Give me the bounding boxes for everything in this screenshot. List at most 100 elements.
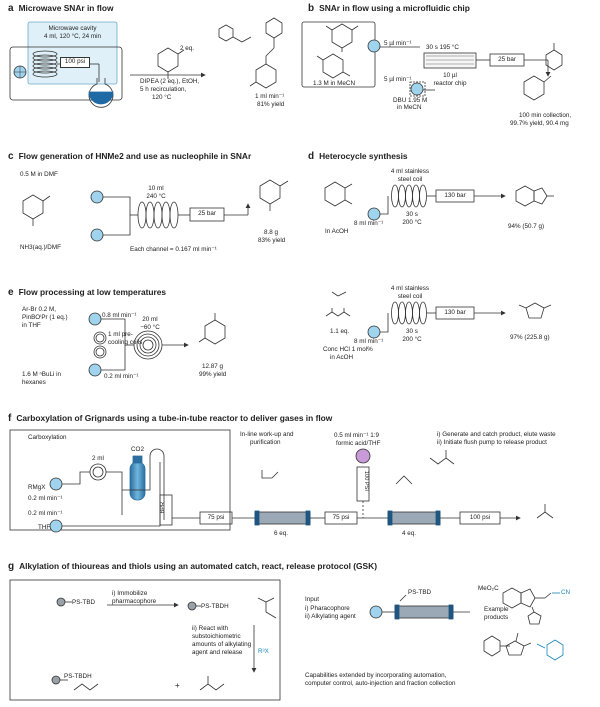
e-coil2: −60 °C bbox=[140, 324, 160, 331]
b-conc-label: 1.3 M in MeCN bbox=[313, 80, 355, 87]
c-coil2: 240 °C bbox=[146, 193, 166, 200]
g-isothiourea-left bbox=[73, 683, 99, 691]
d-coil-a2: steel coil bbox=[397, 176, 423, 183]
c-coil1: 10 ml bbox=[148, 185, 164, 192]
c-coil-reactor bbox=[137, 201, 179, 229]
b-pressure: 25 bar bbox=[498, 56, 516, 63]
d-solvent-a: In AcOH bbox=[325, 228, 349, 235]
g-benzyl-group bbox=[536, 639, 564, 661]
e-yield2: 99% yield bbox=[199, 371, 227, 378]
f-pump1-icon bbox=[49, 477, 63, 491]
g-ps1: PS-TBD bbox=[72, 599, 96, 606]
g-in2: ii) Alkylating agent bbox=[305, 613, 356, 620]
g-step1a: i) Immobilize bbox=[112, 590, 148, 597]
d-pump1-icon bbox=[367, 207, 381, 221]
a-yield1: 1 ml min⁻¹ bbox=[255, 93, 285, 100]
b-chip2: reactor chip bbox=[433, 80, 467, 87]
a-coil bbox=[32, 50, 58, 78]
e-buli2: hexanes bbox=[22, 379, 46, 386]
a-cond2: 5 h recirculation, bbox=[140, 86, 187, 93]
b-pump2-icon bbox=[410, 82, 424, 96]
b-reagent-box bbox=[301, 21, 376, 88]
e-pump1-icon bbox=[88, 312, 102, 326]
e-r1: Ar-Br 0.2 M, bbox=[22, 306, 56, 313]
f-psi3: 100 psi bbox=[469, 514, 491, 521]
b-reactor-chip bbox=[423, 52, 477, 69]
f-column1 bbox=[254, 511, 311, 525]
b-chip-cond: 30 s 195 °C bbox=[426, 44, 459, 51]
g-example2: products bbox=[484, 614, 509, 621]
d-yield-b: 97% (225.8 g) bbox=[510, 334, 550, 341]
c-pump2-icon bbox=[90, 228, 104, 242]
b-aryl-fluoride-structure bbox=[325, 23, 359, 52]
g-ps2: PS-TBDH bbox=[201, 603, 229, 610]
g-ps4: PS-TBD bbox=[408, 589, 432, 596]
f-psi1: 75 psi bbox=[207, 514, 225, 521]
e-pre2: cooling coils bbox=[108, 339, 143, 346]
f-bpr-box bbox=[159, 494, 173, 526]
c-yield2: 83% yield bbox=[258, 237, 286, 244]
d-acid1: Conc HCl 1 mol% bbox=[323, 346, 373, 353]
a-yield2: 81% yield bbox=[257, 101, 285, 108]
d-coil1 bbox=[391, 184, 427, 208]
g-input: Input bbox=[305, 596, 320, 603]
d-yield-a: 94% (50.7 g) bbox=[508, 223, 545, 230]
g-isothiourea-right bbox=[199, 676, 225, 691]
g-step2c: amounts of alkylating bbox=[192, 641, 252, 648]
f-flow2: 0.2 ml min⁻¹ bbox=[28, 510, 63, 517]
d-time-b: 30 s bbox=[406, 328, 418, 335]
c-reagent1: 0.5 M in DMF bbox=[20, 171, 58, 178]
c-channel: Each channel = 0.167 ml min⁻¹ bbox=[130, 246, 217, 253]
b-methoxyphenol-structure bbox=[316, 53, 351, 79]
g-plus: + bbox=[175, 681, 180, 690]
g-pump-icon bbox=[369, 605, 383, 619]
g-example1: Example bbox=[484, 606, 509, 613]
a-reagent-eq: 2 eq. bbox=[180, 45, 195, 52]
f-workup1: In-line work-up and bbox=[240, 431, 294, 438]
d-coil-b2: steel coil bbox=[397, 293, 423, 300]
f-acid1: 0.5 ml min⁻¹ 1:9 bbox=[334, 432, 379, 439]
g-ps3: PS-TBDH bbox=[64, 673, 92, 680]
g-triazole-product bbox=[483, 632, 532, 657]
f-bpr-label: BPR bbox=[160, 502, 166, 514]
a-cavity-label: Microwave cavity bbox=[48, 25, 97, 32]
d-time-a: 30 s bbox=[406, 211, 418, 218]
g-step1b: pharmacophore bbox=[112, 598, 157, 605]
g-step2b: substoichiometric bbox=[192, 633, 241, 640]
f-carboxylation-box bbox=[9, 429, 231, 531]
c-pyrimidine-structure bbox=[22, 194, 51, 226]
b-pump1-icon bbox=[367, 39, 381, 53]
b-product-structure bbox=[523, 43, 563, 101]
g-thiourea-structure bbox=[257, 597, 277, 619]
g-in1: i) Pharacophore bbox=[305, 605, 350, 612]
c-product-structure bbox=[259, 179, 289, 211]
f-gas: CO2 bbox=[131, 446, 144, 453]
a-fluoronitrobenzene-structure bbox=[157, 47, 185, 79]
a-microwave-setup bbox=[9, 21, 123, 108]
a-product-structure bbox=[249, 17, 283, 89]
f-workup2: purification bbox=[250, 439, 281, 446]
f-carboxylate-structure bbox=[429, 450, 455, 465]
d-temp-b: 200 °C bbox=[402, 336, 422, 343]
f-flow1: 0.2 ml min⁻¹ bbox=[28, 495, 63, 502]
d-coil2 bbox=[391, 301, 427, 325]
d-eq-b: 1.1 eq. bbox=[330, 328, 350, 335]
f-eq2: 4 eq. bbox=[402, 530, 417, 537]
f-psi2: 75 psi bbox=[332, 514, 350, 521]
c-reagent2: NH3(aq.)/DMF bbox=[20, 244, 61, 251]
d-hydrazine-structure bbox=[331, 291, 347, 297]
a-cond3: 120 °C bbox=[152, 94, 172, 101]
c-pressure: 25 bar bbox=[198, 210, 216, 217]
f-column2 bbox=[387, 511, 441, 525]
b-dbu1: DBU 1.95 M bbox=[393, 97, 428, 104]
c-yield1: 8.8 g bbox=[264, 229, 279, 236]
d-flow-a: 8 ml min⁻¹ bbox=[354, 220, 384, 227]
d-acid2: in AcOH bbox=[330, 354, 354, 361]
d-flow-b: 8 ml min⁻¹ bbox=[354, 338, 384, 345]
